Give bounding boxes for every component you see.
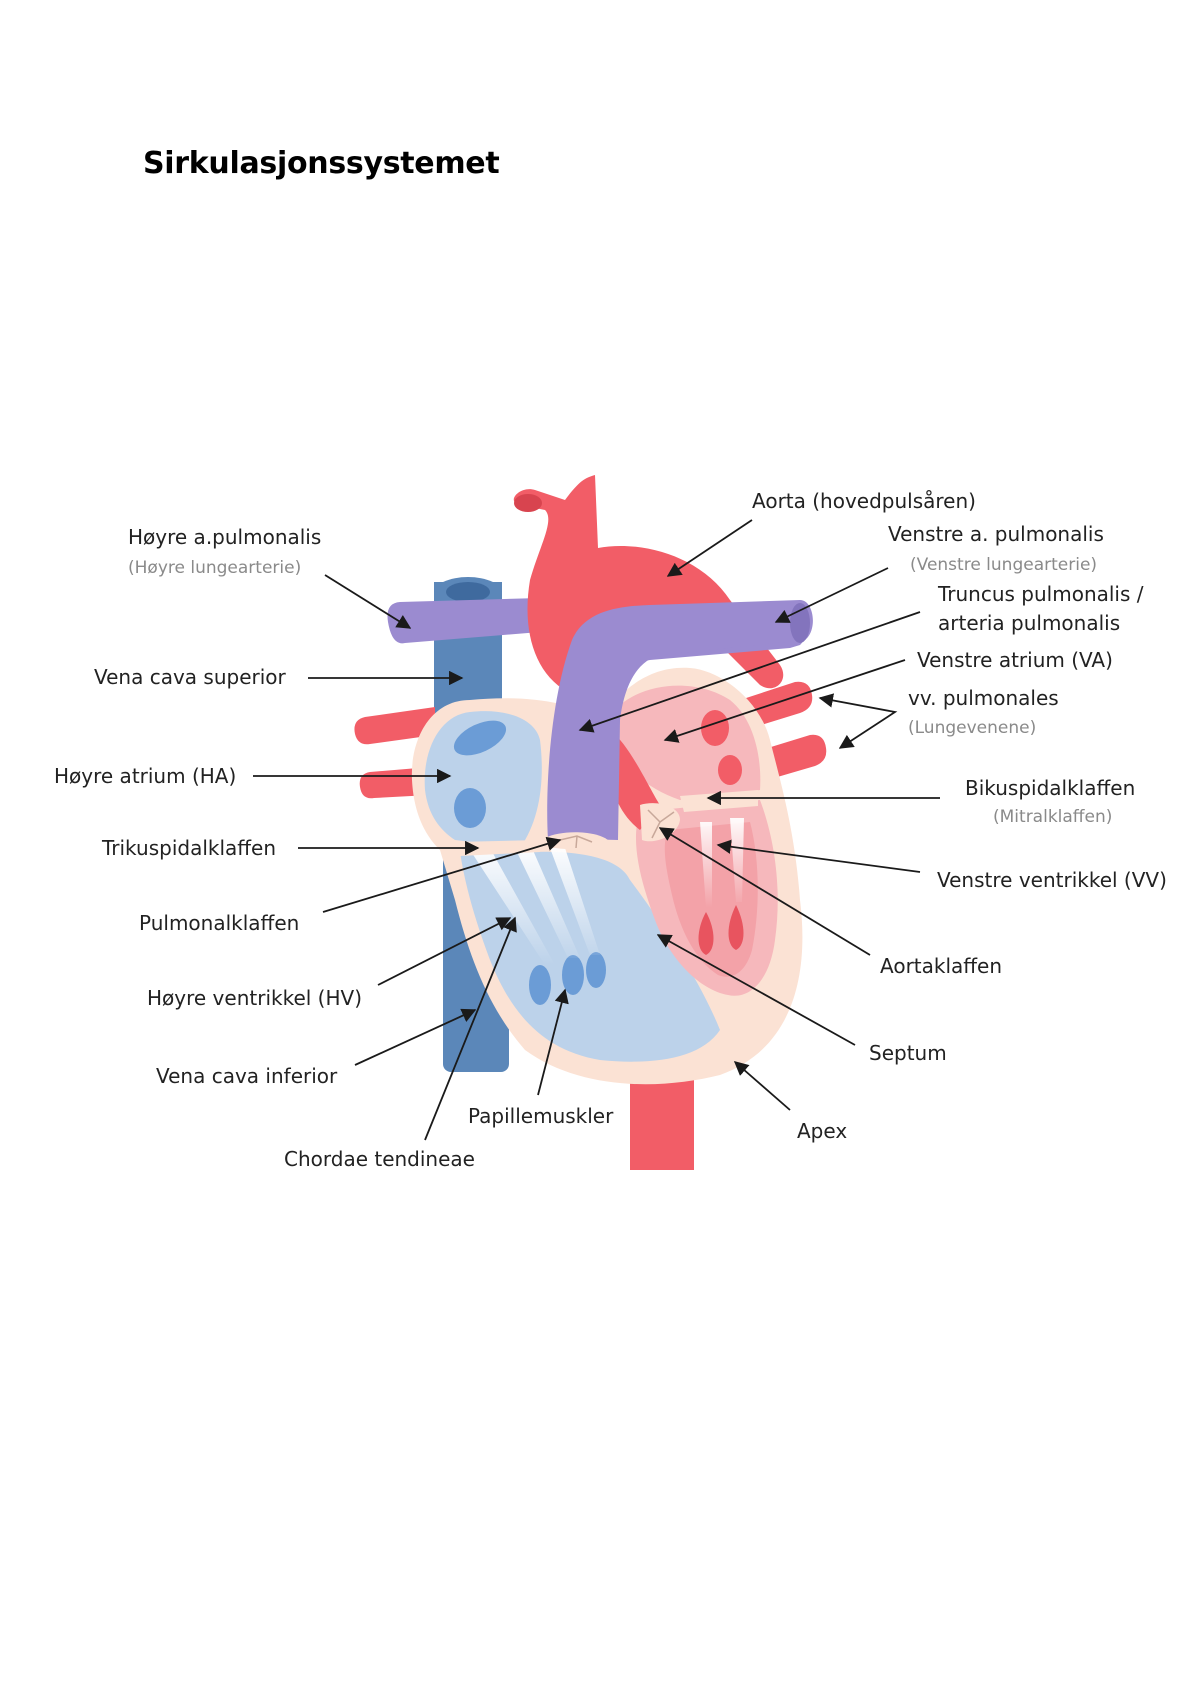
label-septum: Septum: [869, 1041, 947, 1065]
label-hoyre-a-pulmonalis-sub: (Høyre lungearterie): [128, 558, 301, 578]
arrow-vena-cava-inferior: [354, 1008, 477, 1066]
page-title: Sirkulasjonssystemet: [143, 146, 500, 181]
pulmonary-valve-lines: [559, 835, 593, 849]
aorta-branch-opening: [514, 494, 542, 512]
arrow-venstre-ventrikkel: [716, 839, 921, 873]
right-chordae: [470, 848, 600, 965]
arrow-hoyre-ventrikkel: [377, 917, 512, 986]
left-pulmonary-veins-upper: [354, 707, 435, 745]
label-apex: Apex: [797, 1119, 847, 1143]
left-pulmonary-artery-opening: [790, 603, 810, 643]
right-atrium-chamber: [424, 711, 542, 848]
right-papillary-muscle-2: [562, 955, 584, 995]
aortic-valve-lines: [647, 809, 675, 839]
label-venstre-atrium: Venstre atrium (VA): [917, 648, 1113, 672]
label-venstre-ventrikkel: Venstre ventrikkel (VV): [937, 868, 1167, 892]
right-pulmonary-artery-vessel: [387, 598, 540, 644]
label-aortaklaffen: Aortaklaffen: [880, 954, 1002, 978]
label-venstre-a-pulmonalis-sub: (Venstre lungearterie): [910, 555, 1097, 575]
label-vv-pulmonales-sub: (Lungevenene): [908, 718, 1036, 738]
label-bikuspidalklaffen: Bikuspidalklaffen: [965, 776, 1135, 800]
arrow-septum: [656, 934, 856, 1046]
right-atrium-blob-2: [454, 788, 486, 828]
labels: Aorta (hovedpulsåren) Venstre a. pulmona…: [54, 489, 1167, 1171]
left-atrium-blob-1: [701, 710, 729, 746]
label-pulmonalklaffen: Pulmonalklaffen: [139, 911, 299, 935]
label-hoyre-atrium: Høyre atrium (HA): [54, 764, 236, 788]
arrow-chordae: [424, 916, 517, 1141]
label-bikuspidalklaffen-sub: (Mitralklaffen): [993, 807, 1112, 827]
label-venstre-a-pulmonalis: Venstre a. pulmonalis: [888, 522, 1104, 546]
arrow-vv-pulmonales: [818, 693, 898, 749]
label-vena-cava-inferior: Vena cava inferior: [156, 1064, 338, 1088]
label-truncus-1: Truncus pulmonalis /: [937, 582, 1144, 606]
vena-cava-superior-inner: [446, 582, 490, 602]
arrow-venstre-a-pulmonalis: [774, 567, 889, 623]
label-hoyre-ventrikkel: Høyre ventrikkel (HV): [147, 986, 362, 1010]
left-papillary-muscle-1: [698, 912, 714, 955]
right-papillary-muscle-3: [586, 952, 606, 988]
label-trikuspidalklaffen: Trikuspidalklaffen: [101, 836, 276, 860]
label-papillemuskler: Papillemuskler: [468, 1104, 614, 1128]
arrow-pulmonalklaffen: [322, 836, 562, 913]
label-vena-cava-superior: Vena cava superior: [94, 665, 287, 689]
left-chordae: [700, 818, 744, 908]
right-atrium-blob-1: [453, 720, 507, 756]
label-truncus-2: arteria pulmonalis: [938, 611, 1120, 635]
heart-illustration: [354, 475, 827, 1170]
label-aorta: Aorta (hovedpulsåren): [752, 489, 976, 513]
left-papillary-muscle-2: [728, 905, 744, 950]
arrow-papillemuskler: [537, 988, 569, 1096]
arrow-aorta: [666, 519, 753, 577]
leader-lines: [253, 519, 940, 1141]
label-vv-pulmonales: vv. pulmonales: [908, 686, 1059, 710]
arrow-truncus: [578, 611, 921, 733]
left-atrium-blob-2: [718, 755, 742, 785]
aorta-vessel: [513, 475, 784, 700]
right-papillary-muscle-1: [529, 965, 551, 1005]
pulmonary-trunk-body: [547, 600, 813, 840]
arrow-venstre-atrium: [663, 659, 906, 743]
label-hoyre-a-pulmonalis: Høyre a.pulmonalis: [128, 525, 321, 549]
arrow-aortaklaffen: [658, 827, 871, 956]
label-chordae: Chordae tendineae: [284, 1147, 475, 1171]
arrow-apex: [733, 1061, 791, 1111]
arrow-hoyre-a-pulmonalis: [324, 574, 412, 629]
